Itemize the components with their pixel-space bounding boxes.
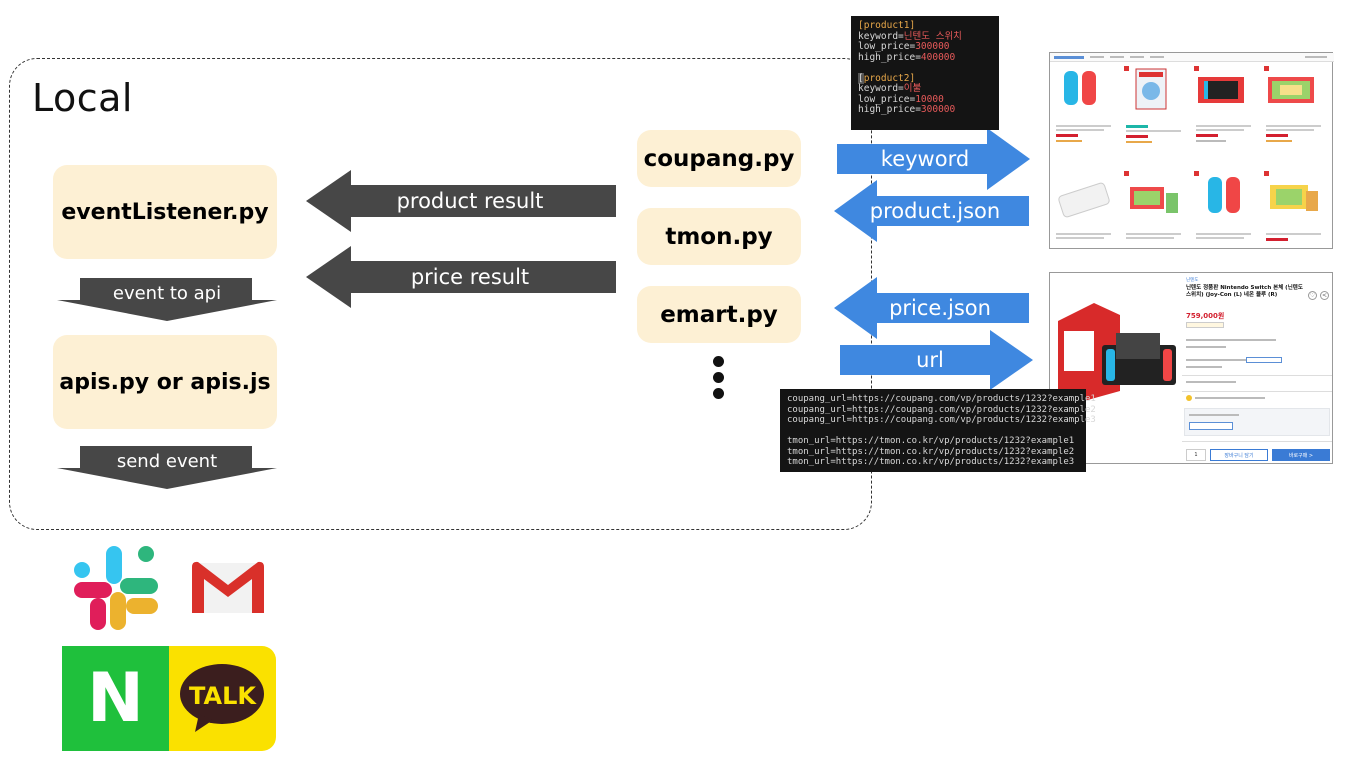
price-json-label: price.json [889, 296, 991, 320]
wishlist-heart-icon[interactable]: ♡ [1308, 291, 1317, 300]
listing-item [1266, 67, 1328, 142]
send-event-arrow-shape [57, 446, 277, 489]
listing-item [1196, 171, 1258, 239]
gmail-icon [192, 561, 264, 613]
product-brand: 닌텐도 [1186, 278, 1199, 283]
config-kw-label2: keyword= [858, 83, 904, 94]
usb-hub-image-icon [1058, 182, 1110, 218]
url-line: tmon_url=https://tmon.co.kr/vp/products/… [787, 436, 1075, 446]
listing-item [1126, 171, 1188, 239]
config-low-value1: 300000 [915, 41, 950, 52]
config-section1: [product1] [858, 20, 916, 31]
naver-label: N [87, 658, 144, 738]
switch-lite-image-icon [1270, 185, 1318, 211]
switch-box-image-icon [1198, 77, 1244, 103]
send-event-label: send event [116, 451, 218, 472]
url-line: tmon_url=https://tmon.co.kr/vp/products/… [787, 446, 1075, 457]
price-json-arrow-shape [834, 277, 1029, 339]
kakaotalk-icon: TALK [169, 646, 276, 751]
product-listing-screenshot [1049, 52, 1334, 249]
product-price: 759,000원 [1186, 312, 1225, 320]
config-high-label1: high_price= [858, 51, 921, 63]
tmon-node: tmon.py [637, 208, 801, 265]
coupang-label: coupang.py [643, 145, 795, 172]
emart-label: emart.py [660, 301, 778, 328]
slack-icon [74, 546, 158, 630]
price-result-label: price result [410, 265, 530, 289]
config-low-label1: low_price= [858, 41, 916, 52]
apis-label: apis.py or apis.js [59, 369, 271, 395]
listing-item [1196, 67, 1258, 142]
bundle-image-icon [1130, 187, 1178, 213]
naver-icon: N [62, 646, 169, 751]
buy-button[interactable]: 바로구매 > [1272, 449, 1330, 461]
config-high-label2: high_price= [858, 104, 921, 115]
event-to-api-label: event to api [112, 283, 222, 304]
event-listener-label: eventListener.py [61, 199, 269, 225]
url-arrow-shape [840, 330, 1033, 390]
url-line: coupang_url=https://coupang.com/vp/produ… [787, 404, 1096, 415]
joycon-image-icon [1208, 177, 1240, 213]
tmon-label: tmon.py [665, 223, 773, 250]
cart-button[interactable]: 장바구니 담기 [1210, 449, 1268, 461]
share-icon[interactable]: < [1320, 291, 1329, 300]
config-kw-value2: 이불 [903, 83, 922, 94]
listing-toolbar [1050, 53, 1334, 62]
keyword-arrow-shape [837, 128, 1030, 190]
game-box-image-icon [1135, 68, 1167, 110]
animal-crossing-box-image-icon [1268, 77, 1314, 103]
switch-product-image-icon [1058, 303, 1176, 401]
product-json-label: product.json [869, 199, 1001, 223]
config-low-value2: 10000 [915, 93, 944, 105]
config-kw-value1: 닌텐도 스위치 [903, 30, 962, 42]
listing-item [1056, 171, 1118, 239]
event-to-api-arrow-shape [57, 278, 277, 321]
product-title: 닌텐도 정품판 Nintendo Switch 본체 (닌텐도 스위치) (Jo… [1186, 285, 1303, 298]
config-high-value2: 300000 [920, 104, 956, 115]
product-detail-screenshot: 닌텐도 닌텐도 정품판 Nintendo Switch 본체 (닌텐도 스위치)… [1049, 272, 1333, 464]
listing-item [1056, 67, 1118, 142]
config-low-label2: low_price= [858, 93, 916, 105]
url-line: coupang_url=https://coupang.com/vp/produ… [787, 415, 1096, 425]
url-terminal: coupang_url=https://coupang.com/vp/produ… [780, 389, 1096, 472]
product-result-label: product result [396, 189, 544, 213]
joycon-image-icon [1064, 71, 1096, 105]
url-line: tmon_url=https://tmon.co.kr/vp/products/… [787, 457, 1075, 467]
listing-item [1126, 67, 1188, 143]
product-result-arrow-shape [306, 170, 616, 232]
emart-node: emart.py [637, 286, 801, 343]
event-listener-node: eventListener.py [53, 165, 277, 259]
url-label: url [916, 348, 944, 372]
keyword-label: keyword [880, 147, 970, 171]
price-result-arrow-shape [306, 246, 616, 308]
config-high-value1: 400000 [920, 51, 956, 63]
ellipsis-dot [713, 388, 724, 399]
config-section2: product2 [863, 72, 910, 84]
url-line: coupang_url=https://coupang.com/vp/produ… [787, 394, 1096, 404]
config-terminal: [product1] keyword=닌텐도 스위치 low_price=300… [851, 16, 999, 130]
quantity-input[interactable]: 1 [1186, 449, 1206, 461]
listing-item [1266, 171, 1328, 241]
config-kw-label1: keyword= [858, 30, 904, 42]
kakao-label: TALK [189, 681, 256, 710]
ellipsis-dot [713, 356, 724, 367]
kakao-bubble-icon [180, 664, 264, 732]
ellipsis-dot [713, 372, 724, 383]
local-title: Local [32, 76, 133, 120]
apis-node: apis.py or apis.js [53, 335, 277, 429]
product-json-arrow-shape [834, 180, 1029, 242]
coupang-node: coupang.py [637, 130, 801, 187]
